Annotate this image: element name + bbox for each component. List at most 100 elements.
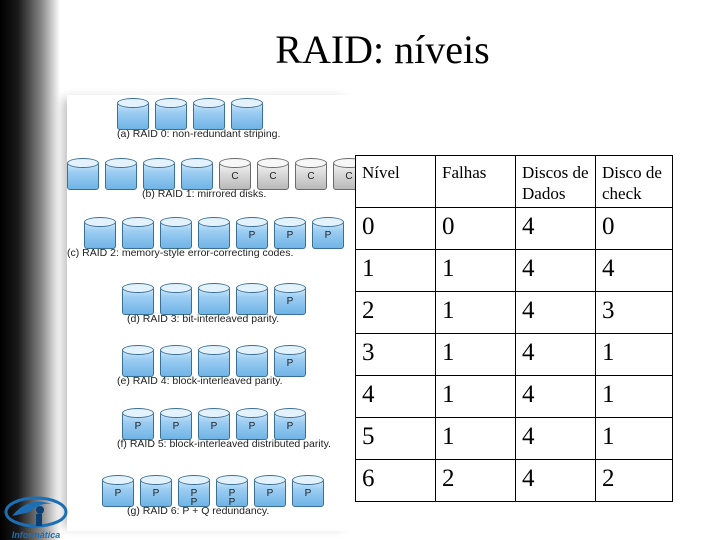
copy-disk-icon: C: [257, 158, 289, 190]
data-disk-icon: [236, 345, 268, 377]
disk-letter: P: [286, 230, 294, 241]
disk-letter: C: [231, 171, 239, 182]
disk-letter: C: [269, 171, 277, 182]
disk-letter: P: [324, 230, 332, 241]
raid-table: Nível Falhas Discos de Dados Disco de ch…: [355, 155, 673, 502]
data-disk-icon: [122, 283, 154, 315]
parity-disk-icon: P: [236, 408, 268, 440]
table-cell: 2: [435, 459, 516, 502]
data-disk-icon: [117, 98, 149, 130]
copy-disk-icon: C: [295, 158, 327, 190]
table-cell: 4: [515, 291, 596, 334]
parity-disk-icon: P: [102, 475, 134, 507]
raid-row: P: [67, 345, 355, 377]
data-disk-icon: [122, 217, 154, 249]
parity-disk-icon: P: [160, 408, 192, 440]
raid-caption: (g) RAID 6: P + Q redundancy.: [127, 505, 270, 517]
table-cell: 1: [595, 417, 673, 460]
raid-row: [67, 98, 355, 130]
parity-disk-icon: P: [292, 475, 324, 507]
data-disk-icon: [155, 98, 187, 130]
data-disk-icon: [160, 283, 192, 315]
data-disk-icon: [231, 98, 263, 130]
table-cell: 0: [595, 207, 673, 250]
left-gradient-bar: [0, 0, 60, 540]
table-cell: 1: [435, 333, 516, 376]
table-cell: 4: [595, 249, 673, 292]
raid-row: P: [67, 283, 355, 315]
header-discos-de-dados: Discos de Dados: [515, 155, 596, 208]
header-nivel: Nível: [355, 155, 436, 208]
data-disk-icon: [160, 345, 192, 377]
disk-letter: P: [134, 421, 142, 432]
table-cell: 1: [355, 249, 436, 292]
raid-caption: (d) RAID 3: bit-interleaved parity.: [127, 313, 280, 325]
table-cell: 2: [355, 291, 436, 334]
parity-disk-icon: P: [254, 475, 286, 507]
slide-title: RAID: níveis: [275, 27, 490, 72]
raid-caption: (f) RAID 5: block-interleaved distribute…: [117, 438, 331, 450]
parity-disk-icon: P: [140, 475, 172, 507]
logo-wordmark: Informática: [12, 530, 61, 540]
table-cell: 4: [515, 375, 596, 418]
data-disk-icon: [198, 283, 230, 315]
table-cell: 0: [435, 207, 516, 250]
disk-letter: C: [307, 171, 315, 182]
table-cell: 1: [435, 417, 516, 460]
table-cell: 4: [515, 417, 596, 460]
disk-letter: P: [248, 421, 256, 432]
data-disk-icon: [198, 217, 230, 249]
header-falhas: Falhas: [435, 155, 516, 208]
table-cell: 1: [595, 333, 673, 376]
parity-disk-icon: P: [274, 408, 306, 440]
disk-letter: P: [286, 358, 294, 369]
disk-letter: P: [152, 488, 160, 499]
parity-disk-icon: P: [274, 345, 306, 377]
table-cell: 1: [435, 291, 516, 334]
raid-caption: (a) RAID 0: non-redundant striping.: [117, 128, 281, 140]
table-cell: 3: [595, 291, 673, 334]
header-disco-de-check: Disco de check: [595, 155, 673, 208]
table-header-row: Nível Falhas Discos de Dados Disco de ch…: [355, 155, 673, 208]
table-cell: 4: [515, 333, 596, 376]
table-cell: 4: [515, 459, 596, 502]
table-cell: 4: [515, 207, 596, 250]
data-disk-icon: [160, 217, 192, 249]
table-cell: 6: [355, 459, 436, 502]
parity-disk-icon: P: [122, 408, 154, 440]
table-cell: 5: [355, 417, 436, 460]
parity-disk-icon: P: [274, 217, 306, 249]
disk-letter: P: [172, 421, 180, 432]
raid-caption: (e) RAID 4: block-interleaved parity.: [117, 375, 283, 387]
table-cell: 4: [515, 249, 596, 292]
table-cell: 0: [355, 207, 436, 250]
disk-letter: P: [304, 488, 312, 499]
parity-disk-icon: P: [312, 217, 344, 249]
copy-disk-icon: C: [219, 158, 251, 190]
disk-letter: P: [210, 421, 218, 432]
data-disk-icon: [181, 158, 213, 190]
disk-letter: P: [286, 421, 294, 432]
raid-caption: (b) RAID 1: mirrored disks.: [142, 188, 267, 200]
data-disk-icon: [143, 158, 175, 190]
data-disk-icon: [84, 217, 116, 249]
table-cell: 3: [355, 333, 436, 376]
data-disk-icon: [105, 158, 137, 190]
disk-letter: C: [345, 171, 353, 182]
parity-disk-icon: P: [198, 408, 230, 440]
